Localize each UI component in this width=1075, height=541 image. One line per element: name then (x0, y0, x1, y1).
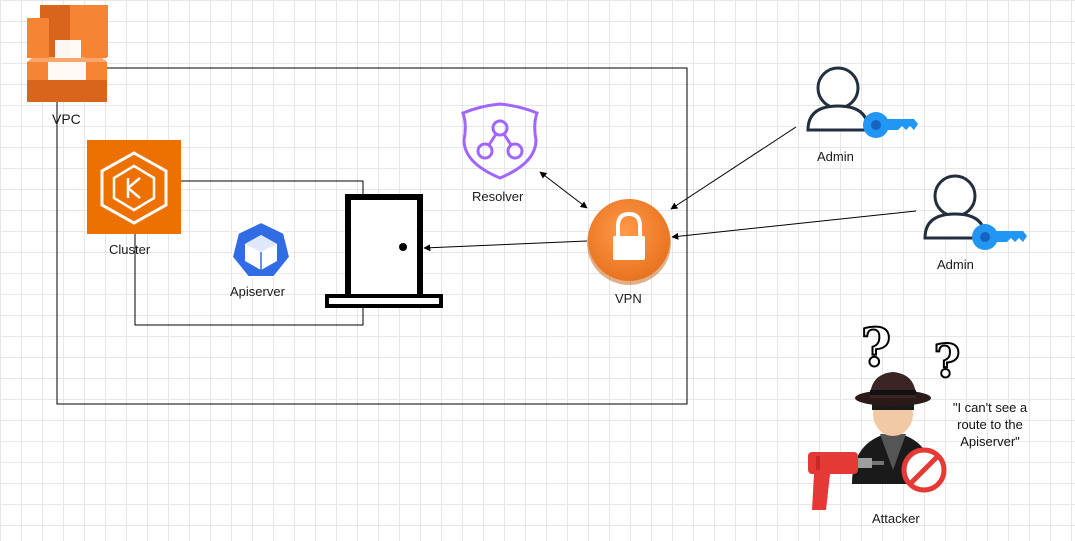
question-mark-icon: ? (860, 317, 892, 380)
vpn-door-arrow (423, 240, 588, 252)
resolver-vpn-arrow (539, 171, 588, 209)
admin-label: Admin (817, 149, 854, 164)
resolver-label: Resolver (472, 189, 524, 204)
vpc-label: VPC (52, 111, 81, 127)
attacker-quote-line: "I can't see a (952, 400, 1028, 415)
admin1-vpn-arrow (670, 126, 797, 210)
cluster-icon (87, 140, 181, 234)
resolver-icon (461, 102, 539, 180)
admin2-vpn-arrow (671, 210, 917, 240)
door-icon (325, 194, 443, 308)
attacker-quote: "I can't see a route to the Apiserver" (930, 399, 1050, 450)
admin-user-icon (806, 66, 870, 132)
admin-user-icon (923, 174, 987, 240)
cluster-label: Cluster (109, 242, 151, 257)
drill-icon (808, 452, 884, 510)
attacker-quote-line: Apiserver" (960, 434, 1020, 449)
key-icon (972, 224, 1027, 250)
question-mark-icon: ? (933, 333, 962, 389)
vpc-boundary (56, 67, 688, 405)
key-icon (863, 112, 918, 138)
vpn-lock-icon (587, 199, 671, 285)
blocked-icon (901, 447, 947, 493)
attacker-label: Attacker (872, 511, 920, 526)
vpc-icon (27, 5, 108, 102)
apiserver-label: Apiserver (230, 284, 285, 299)
kubernetes-apiserver-icon (230, 220, 292, 278)
svg-text:?: ? (934, 334, 961, 388)
vpn-label: VPN (615, 291, 642, 306)
attacker-quote-line: route to the (957, 417, 1023, 432)
svg-text:?: ? (861, 318, 891, 379)
admin-label: Admin (937, 257, 974, 272)
